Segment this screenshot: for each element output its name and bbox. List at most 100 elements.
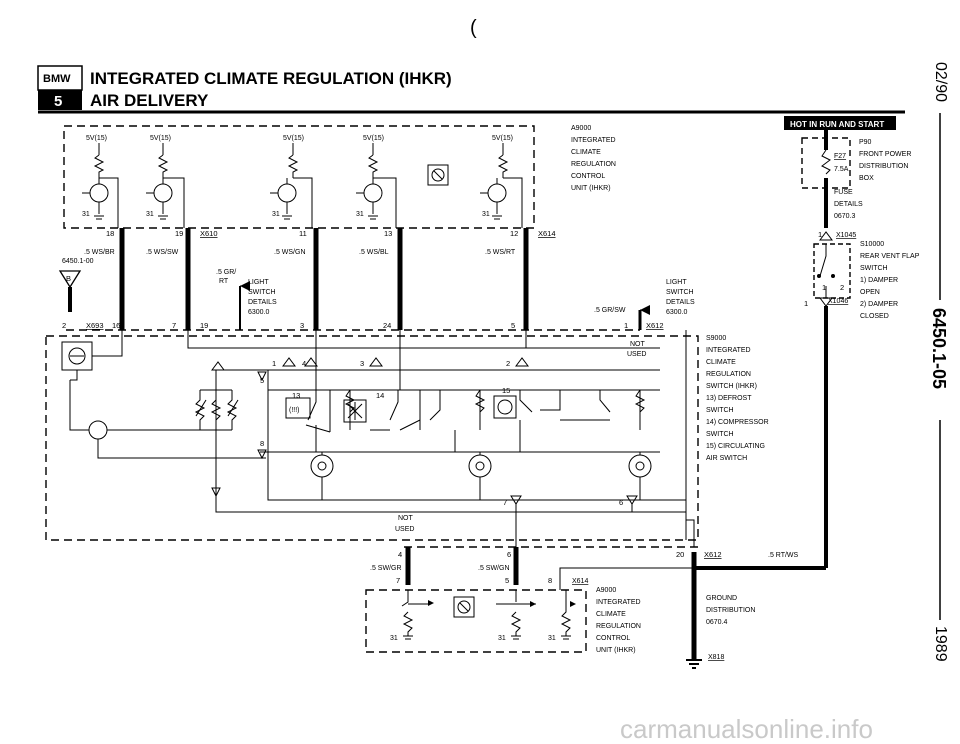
svg-text:24: 24	[383, 321, 391, 330]
svg-text:DISTRIBUTION: DISTRIBUTION	[706, 607, 755, 614]
svg-text:3: 3	[300, 321, 304, 330]
svg-text:0670.4: 0670.4	[706, 619, 728, 626]
svg-text:INTEGRATED: INTEGRATED	[706, 347, 751, 354]
side-date: 02/90	[932, 62, 949, 102]
svg-text:FUSE: FUSE	[834, 189, 853, 196]
svg-text:X612: X612	[704, 550, 722, 559]
svg-text:DISTRIBUTION: DISTRIBUTION	[859, 163, 908, 170]
svg-text:20: 20	[676, 550, 684, 559]
svg-text:CONTROL: CONTROL	[596, 635, 630, 642]
svg-text:.5 WS/GN: .5 WS/GN	[274, 249, 306, 256]
svg-text:7: 7	[503, 498, 507, 507]
svg-text:5: 5	[505, 576, 509, 585]
svg-text:OPEN: OPEN	[860, 289, 880, 296]
svg-text:19: 19	[200, 321, 208, 330]
side-strip: 02/90 6450.1-05 1989	[929, 62, 949, 662]
svg-text:15: 15	[502, 386, 510, 395]
top-mark: (	[470, 17, 477, 39]
page-subtitle: AIR DELIVERY	[90, 91, 209, 110]
svg-text:14) COMPRESSOR: 14) COMPRESSOR	[706, 419, 769, 426]
light-switch-right-label: LIGHT SWITCH DETAILS 6300.0	[666, 279, 695, 316]
svg-text:DETAILS: DETAILS	[834, 201, 863, 208]
svg-text:2: 2	[840, 283, 844, 292]
harness-wires	[119, 228, 650, 330]
svg-text:7.5A: 7.5A	[834, 166, 849, 173]
not-used-2: NOT USED	[395, 515, 414, 533]
svg-text:.5 WS/SW: .5 WS/SW	[146, 249, 179, 256]
x693-connector: 2 X693 16 7 19 3 24 5 1 X612	[62, 321, 664, 331]
svg-text:S10000: S10000	[860, 241, 884, 248]
ground-label: 31	[146, 211, 154, 218]
svg-text:S9000: S9000	[706, 335, 726, 342]
svg-text:UNIT (IHKR): UNIT (IHKR)	[571, 185, 611, 192]
svg-text:18: 18	[106, 229, 114, 238]
svg-text:X610: X610	[200, 229, 218, 238]
svg-text:.5 WS/BR: .5 WS/BR	[84, 249, 115, 256]
svg-text:31: 31	[390, 635, 398, 642]
supply-label: 5V(15)	[150, 135, 171, 142]
svg-text:GROUND: GROUND	[706, 595, 737, 602]
svg-text:15) CIRCULATING: 15) CIRCULATING	[706, 443, 765, 450]
svg-text:6: 6	[507, 550, 511, 559]
svg-text:SWITCH: SWITCH	[706, 407, 734, 414]
svg-text:6450.1-00: 6450.1-00	[62, 258, 94, 265]
supply-label: 5V(15)	[492, 135, 513, 142]
not-used-1: NOT USED	[627, 341, 646, 358]
s9000-box	[45, 335, 699, 541]
svg-text:CLIMATE: CLIMATE	[596, 611, 626, 618]
svg-text:RT: RT	[219, 278, 229, 285]
p90-box: F27 7.5A P90 FRONT POWER DISTRIBUTION BO…	[801, 130, 911, 228]
ground-label: 31	[82, 211, 90, 218]
svg-text:4: 4	[302, 359, 306, 368]
svg-text:7: 7	[396, 576, 400, 585]
svg-text:SWITCH: SWITCH	[666, 289, 694, 296]
svg-text:X693: X693	[86, 321, 104, 330]
svg-text:31: 31	[548, 635, 556, 642]
wire-labels-upper: .5 WS/BR .5 WS/SW .5 WS/GN .5 WS/BL .5 W…	[62, 249, 626, 314]
svg-text:11: 11	[299, 229, 307, 238]
svg-text:X612: X612	[646, 321, 664, 330]
svg-text:1) DAMPER: 1) DAMPER	[860, 277, 898, 284]
a9000-bottom-box	[365, 589, 587, 653]
side-year: 1989	[932, 626, 949, 662]
light-switch-left-label: LIGHT SWITCH DETAILS 6300.0	[248, 279, 277, 316]
svg-text:UNIT (IHKR): UNIT (IHKR)	[596, 647, 636, 654]
ground-label: 31	[272, 211, 280, 218]
supply-label: 5V(15)	[283, 135, 304, 142]
svg-text:CLIMATE: CLIMATE	[571, 149, 601, 156]
svg-text:B: B	[66, 274, 71, 283]
b-ground-symbol: B	[58, 270, 82, 312]
svg-text:.5 WS/RT: .5 WS/RT	[485, 249, 516, 256]
svg-text:(!!!): (!!!)	[289, 407, 300, 414]
svg-text:.5 WS/BL: .5 WS/BL	[359, 249, 389, 256]
a9000-bottom-circuits: 31 31 31	[390, 590, 576, 642]
svg-text:INTEGRATED: INTEGRATED	[596, 599, 641, 606]
svg-text:6: 6	[619, 498, 623, 507]
svg-text:DETAILS: DETAILS	[666, 299, 695, 306]
svg-text:31: 31	[498, 635, 506, 642]
svg-text:13: 13	[384, 229, 392, 238]
svg-text:2: 2	[506, 359, 510, 368]
svg-text:LIGHT: LIGHT	[666, 279, 687, 286]
svg-text:0670.3: 0670.3	[834, 213, 856, 220]
svg-text:14: 14	[376, 391, 384, 400]
svg-text:X1046: X1046	[828, 298, 848, 305]
page-title: INTEGRATED CLIMATE REGULATION (IHKR)	[90, 69, 452, 88]
svg-text:5: 5	[511, 321, 515, 330]
hot-in-run-badge: HOT IN RUN AND START	[784, 116, 896, 130]
svg-text:5: 5	[260, 376, 264, 385]
side-code: 6450.1-05	[929, 308, 949, 389]
a9000-bottom-label: A9000 INTEGRATED CLIMATE REGULATION CONT…	[596, 587, 641, 654]
ground-label: 31	[482, 211, 490, 218]
svg-text:1: 1	[624, 321, 628, 330]
svg-text:A9000: A9000	[596, 587, 616, 594]
ground-label: 31	[356, 211, 364, 218]
svg-text:.5 SW/GN: .5 SW/GN	[478, 565, 510, 572]
svg-text:F27: F27	[834, 153, 846, 160]
svg-text:2: 2	[62, 321, 66, 330]
a9000-top-circuits: 5V(15) 31 5V(15) 31 5V(15) 31 5V(15)	[82, 135, 523, 228]
svg-text:NOT: NOT	[630, 341, 646, 348]
svg-text:6300.0: 6300.0	[248, 309, 270, 316]
svg-text:REGULATION: REGULATION	[706, 371, 751, 378]
